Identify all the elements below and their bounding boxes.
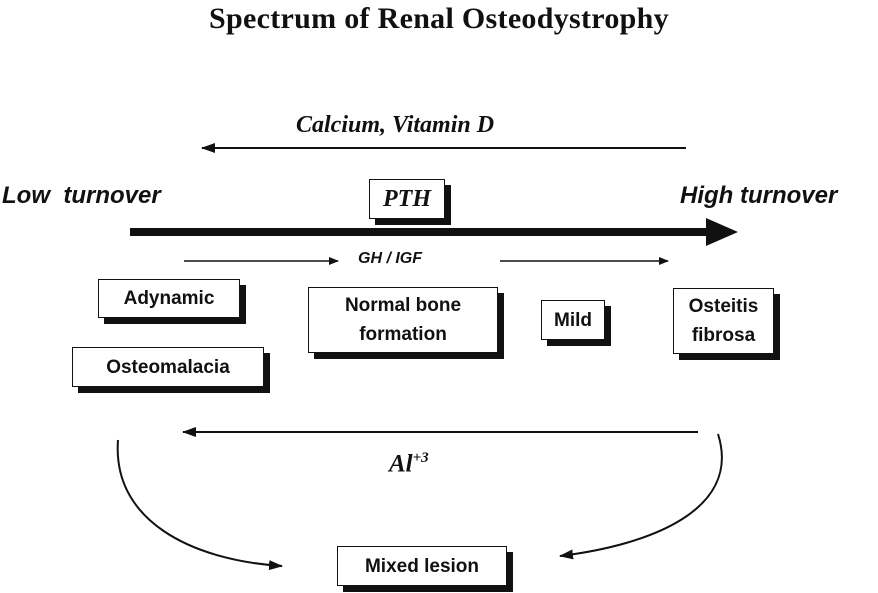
pth-box: PTH — [369, 179, 445, 219]
curve-arrow-right — [559, 433, 723, 560]
aluminum-base: Al — [389, 450, 413, 478]
diagram-title: Spectrum of Renal Osteodystrophy — [209, 2, 669, 35]
aluminum-label: Al+3 — [389, 450, 429, 478]
calcium-vitamin-d-label: Calcium, Vitamin D — [296, 112, 495, 138]
low-turnover-label: Low turnover — [2, 182, 161, 209]
osteitis-fibrosa-box: Osteitis fibrosa — [673, 288, 774, 354]
osteomalacia-box: Osteomalacia — [72, 347, 264, 387]
high-turnover-label: High turnover — [680, 182, 838, 209]
mild-box: Mild — [541, 300, 605, 340]
normal-bone-line1: Normal bone — [344, 295, 462, 316]
normal-bone-formation-box: Normal bone formation — [308, 287, 498, 353]
osteitis-line2: fibrosa — [691, 325, 756, 346]
mixed-lesion-box: Mixed lesion — [337, 546, 507, 586]
aluminum-superscript: +3 — [412, 450, 429, 466]
adynamic-box: Adynamic — [98, 279, 240, 318]
curve-arrow-left — [116, 439, 283, 571]
normal-bone-line2: formation — [359, 324, 447, 345]
turnover-axis-arrowhead — [706, 218, 738, 246]
osteitis-line1: Osteitis — [688, 296, 759, 317]
gh-igf-label: GH / IGF — [358, 250, 422, 267]
